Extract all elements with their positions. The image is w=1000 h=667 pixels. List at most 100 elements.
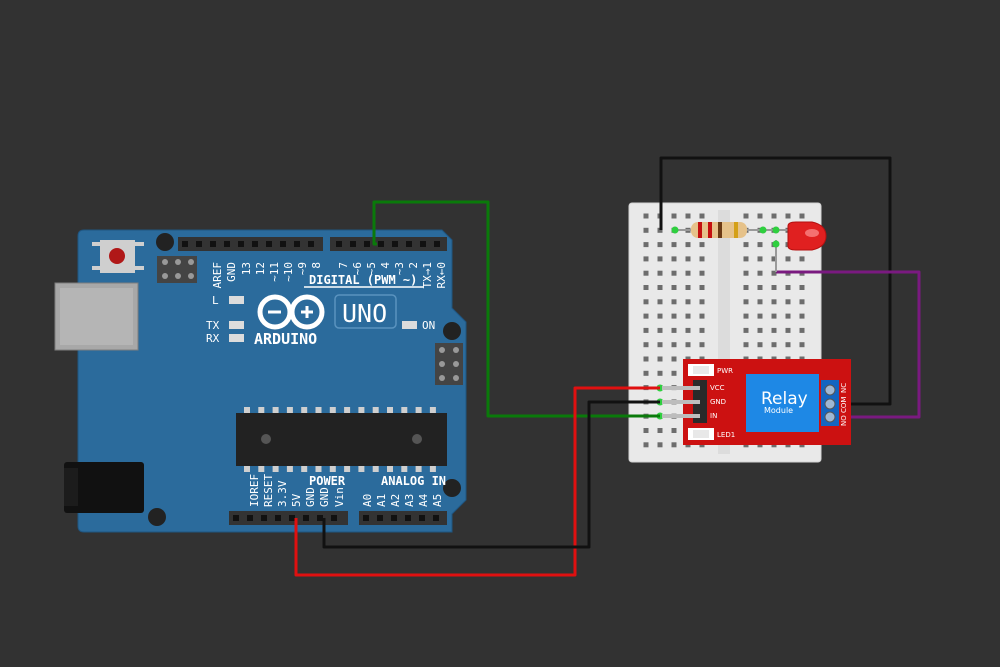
breadboard-hole[interactable] bbox=[743, 213, 749, 219]
breadboard-hole[interactable] bbox=[643, 442, 649, 448]
header-pin-hole[interactable] bbox=[261, 515, 267, 521]
breadboard-hole[interactable] bbox=[671, 270, 677, 276]
header-pin-hole[interactable] bbox=[363, 515, 369, 521]
breadboard-hole[interactable] bbox=[771, 342, 777, 348]
breadboard-hole[interactable] bbox=[685, 327, 691, 333]
breadboard-hole[interactable] bbox=[743, 327, 749, 333]
breadboard-hole[interactable] bbox=[743, 242, 749, 248]
breadboard-hole[interactable] bbox=[685, 285, 691, 290]
terminal-nc[interactable] bbox=[824, 411, 836, 423]
breadboard-hole[interactable] bbox=[685, 256, 691, 262]
wire-5v-to-relay-vcc[interactable] bbox=[294, 386, 660, 577]
header-pin-hole[interactable] bbox=[377, 515, 383, 521]
breadboard-hole[interactable] bbox=[743, 270, 749, 276]
relay-module[interactable]: VCC GND IN PWR LED1 Relay Module NO COM … bbox=[662, 359, 851, 445]
breadboard-hole[interactable] bbox=[671, 370, 677, 376]
terminal-no[interactable] bbox=[824, 384, 836, 396]
breadboard-hole[interactable] bbox=[757, 242, 763, 248]
breadboard-hole[interactable] bbox=[743, 342, 749, 348]
breadboard-hole[interactable] bbox=[771, 213, 777, 219]
red-led[interactable] bbox=[764, 221, 827, 272]
breadboard-hole[interactable] bbox=[671, 356, 677, 362]
breadboard-hole[interactable] bbox=[699, 270, 705, 276]
breadboard-hole[interactable] bbox=[771, 327, 777, 333]
breadboard-hole[interactable] bbox=[643, 342, 649, 348]
breadboard-hole[interactable] bbox=[643, 213, 649, 219]
breadboard-hole[interactable] bbox=[771, 313, 777, 319]
breadboard-hole[interactable] bbox=[671, 342, 677, 348]
breadboard-hole[interactable] bbox=[699, 285, 705, 290]
header-pin-hole[interactable] bbox=[378, 241, 384, 247]
header-pin-hole[interactable] bbox=[364, 241, 370, 247]
wire-com-to-resistor[interactable] bbox=[659, 156, 892, 406]
breadboard-hole[interactable] bbox=[685, 299, 691, 305]
header-pin-hole[interactable] bbox=[238, 241, 244, 247]
breadboard-hole[interactable] bbox=[671, 442, 677, 448]
header-pin-hole[interactable] bbox=[406, 241, 412, 247]
header-pin-hole[interactable] bbox=[233, 515, 239, 521]
breadboard-hole[interactable] bbox=[743, 285, 749, 290]
breadboard-hole[interactable] bbox=[657, 313, 663, 319]
breadboard-hole[interactable] bbox=[771, 270, 777, 276]
breadboard-hole[interactable] bbox=[699, 213, 705, 219]
header-pin-hole[interactable] bbox=[294, 241, 300, 247]
header-pin-hole[interactable] bbox=[266, 241, 272, 247]
header-pin-hole[interactable] bbox=[419, 515, 425, 521]
resistor[interactable] bbox=[676, 222, 763, 238]
breadboard-hole[interactable] bbox=[757, 213, 763, 219]
header-pin-hole[interactable] bbox=[182, 241, 188, 247]
breadboard-hole[interactable] bbox=[671, 299, 677, 305]
header-pin-hole[interactable] bbox=[303, 515, 309, 521]
breadboard-hole[interactable] bbox=[643, 227, 649, 233]
breadboard-hole[interactable] bbox=[771, 256, 777, 262]
breadboard-hole[interactable] bbox=[643, 299, 649, 305]
breadboard-hole[interactable] bbox=[799, 313, 805, 319]
breadboard-hole[interactable] bbox=[799, 299, 805, 305]
breadboard-hole[interactable] bbox=[699, 342, 705, 348]
breadboard-hole[interactable] bbox=[657, 285, 663, 290]
breadboard-hole[interactable] bbox=[657, 227, 663, 233]
breadboard-hole[interactable] bbox=[643, 356, 649, 362]
header-pin-hole[interactable] bbox=[405, 515, 411, 521]
header-pin-hole[interactable] bbox=[391, 515, 397, 521]
breadboard-hole[interactable] bbox=[799, 256, 805, 262]
breadboard-hole[interactable] bbox=[657, 270, 663, 276]
header-pin-hole[interactable] bbox=[252, 241, 258, 247]
header-pin-hole[interactable] bbox=[336, 241, 342, 247]
breadboard-hole[interactable] bbox=[699, 256, 705, 262]
breadboard-hole[interactable] bbox=[785, 213, 791, 219]
header-pin-hole[interactable] bbox=[275, 515, 281, 521]
breadboard-hole[interactable] bbox=[643, 370, 649, 376]
breadboard-hole[interactable] bbox=[671, 285, 677, 290]
breadboard-hole[interactable] bbox=[657, 327, 663, 333]
breadboard-hole[interactable] bbox=[657, 356, 663, 362]
wire-gnd-to-relay-gnd[interactable] bbox=[322, 400, 660, 549]
header-pin-hole[interactable] bbox=[224, 241, 230, 247]
breadboard-hole[interactable] bbox=[671, 256, 677, 262]
digital-pin-holes[interactable] bbox=[182, 241, 440, 247]
breadboard-hole[interactable] bbox=[643, 313, 649, 319]
breadboard-hole[interactable] bbox=[771, 285, 777, 290]
breadboard-hole[interactable] bbox=[685, 213, 691, 219]
breadboard-hole[interactable] bbox=[771, 299, 777, 305]
breadboard-hole[interactable] bbox=[643, 242, 649, 248]
breadboard-hole[interactable] bbox=[685, 242, 691, 248]
breadboard-hole[interactable] bbox=[643, 428, 649, 433]
header-pin-hole[interactable] bbox=[317, 515, 323, 521]
wire-pin4-to-relay-in[interactable] bbox=[372, 200, 660, 418]
breadboard-hole[interactable] bbox=[785, 299, 791, 305]
reset-button[interactable] bbox=[109, 248, 125, 264]
breadboard-hole[interactable] bbox=[699, 313, 705, 319]
power-analog-pin-holes[interactable] bbox=[233, 515, 439, 521]
breadboard-hole[interactable] bbox=[685, 342, 691, 348]
breadboard-hole[interactable] bbox=[743, 299, 749, 305]
breadboard-hole[interactable] bbox=[785, 285, 791, 290]
breadboard-hole[interactable] bbox=[657, 442, 663, 448]
breadboard-hole[interactable] bbox=[757, 299, 763, 305]
breadboard-hole[interactable] bbox=[671, 428, 677, 433]
breadboard-hole[interactable] bbox=[757, 313, 763, 319]
breadboard-hole[interactable] bbox=[671, 242, 677, 248]
breadboard-hole[interactable] bbox=[657, 342, 663, 348]
breadboard-hole[interactable] bbox=[657, 242, 663, 248]
